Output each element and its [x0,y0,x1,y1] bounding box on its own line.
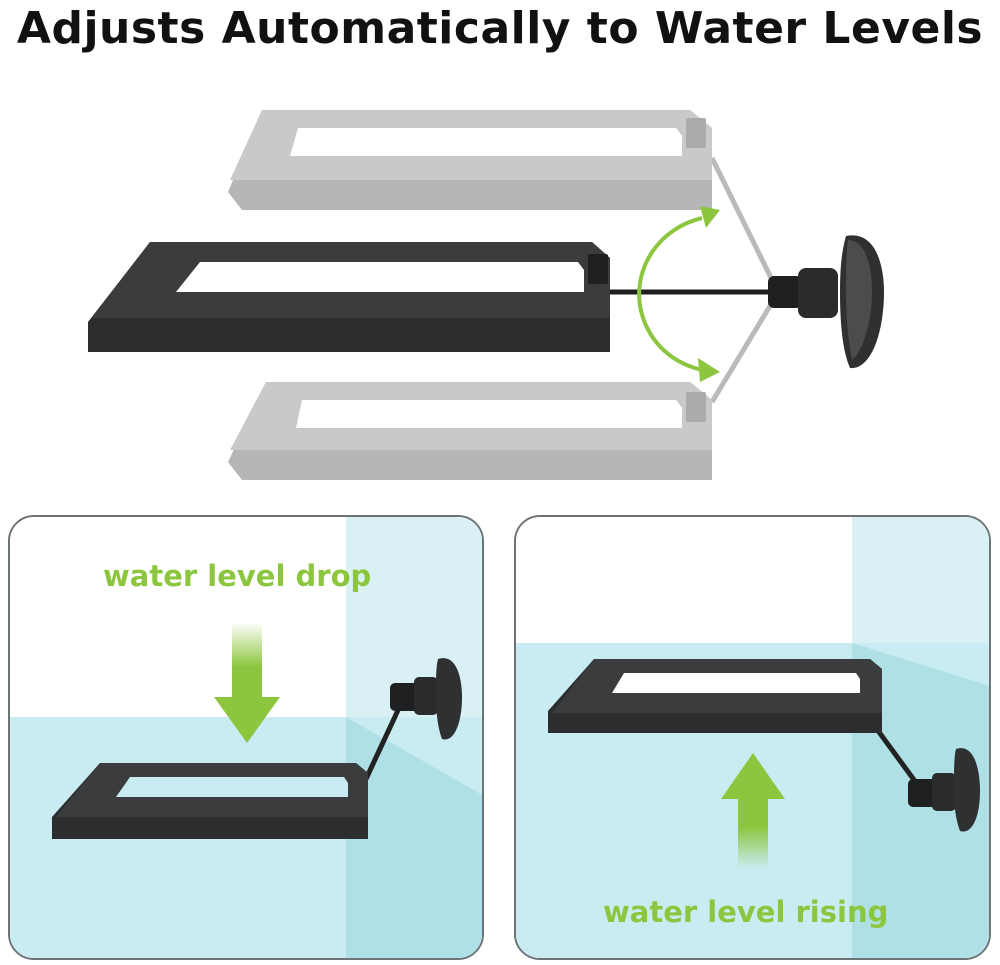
rising-caption: water level rising [603,895,889,929]
drop-scene [10,517,482,958]
rising-scene [516,517,989,958]
arrow-up-icon [721,753,785,869]
water-level-rising-panel: water level rising [514,515,991,960]
upper-ghost-ring [228,110,712,210]
upper-arm [709,156,779,290]
feeder-ring [52,763,368,839]
drop-caption: water level drop [103,559,372,593]
center-ring [88,242,610,352]
pivot-diagram [88,110,884,480]
suction-cup-icon [908,748,980,832]
lower-ghost-ring [228,382,712,480]
suction-cup-icon [768,235,884,369]
lower-arm [709,294,779,404]
water-level-drop-panel: water level drop [8,515,484,960]
headline: Adjusts Automatically to Water Levels [16,3,984,54]
feeder-ring [548,659,882,733]
hero-illustration [0,70,1000,510]
suction-cup-icon [390,658,462,740]
swing-arrow-icon [637,206,720,382]
arrow-down-icon [214,622,280,743]
